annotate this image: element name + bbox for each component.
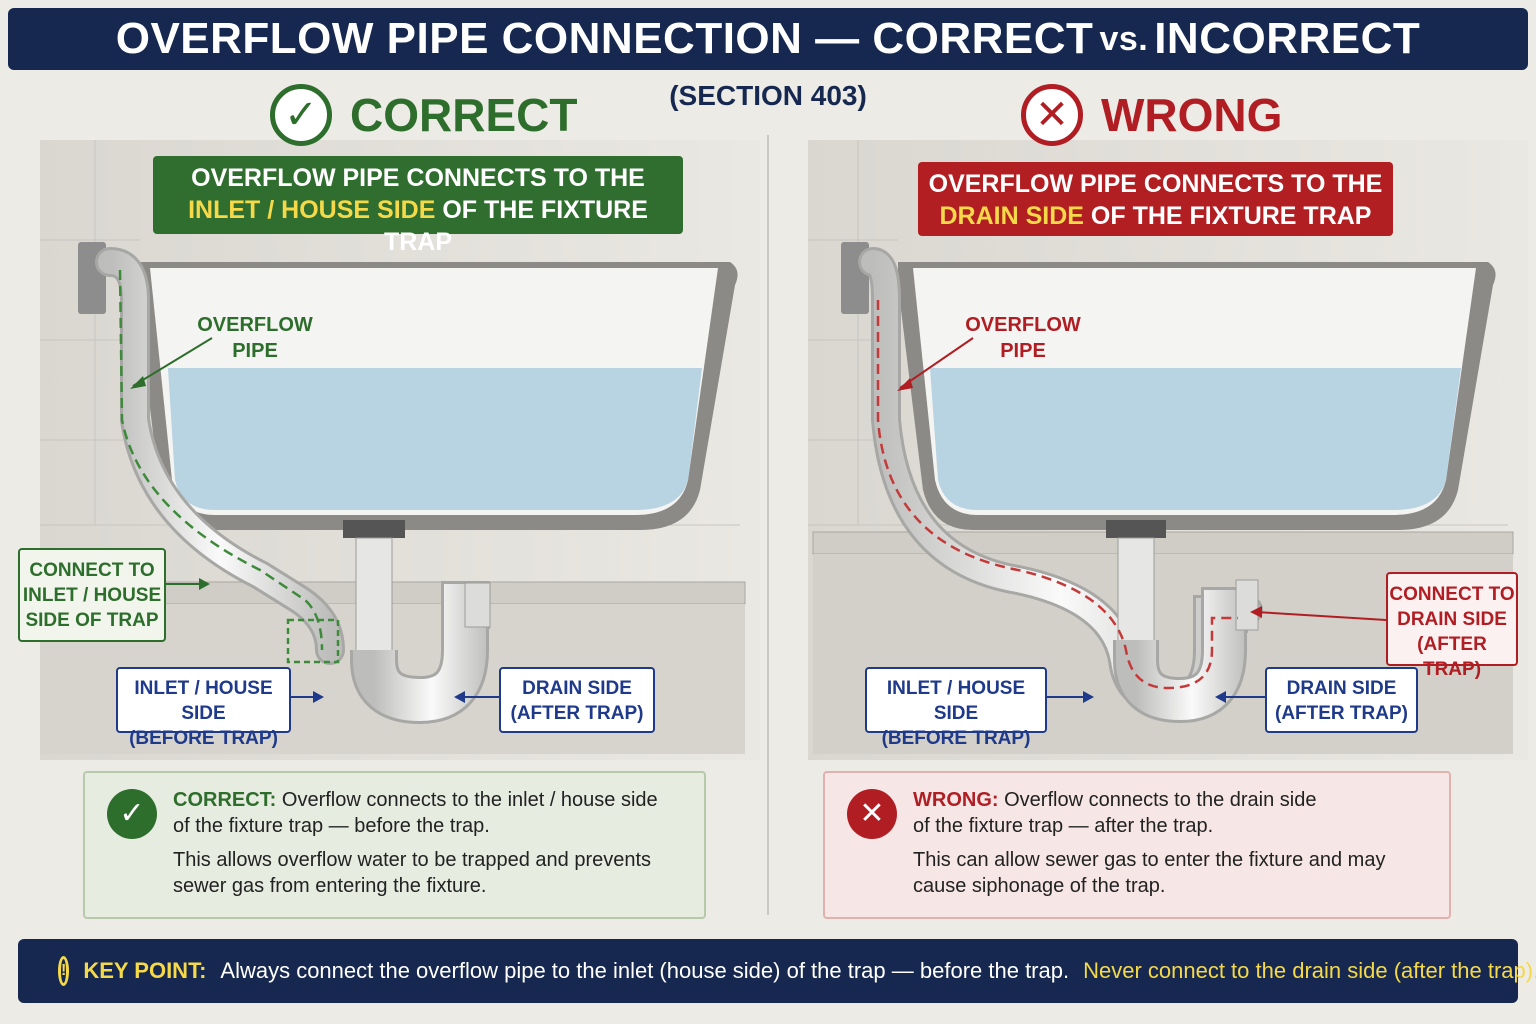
overflow-pipe-label: OVERFLOW PIPE <box>197 314 313 362</box>
connect-callout: CONNECT TO DRAIN SIDE (AFTER TRAP) <box>1386 572 1518 680</box>
check-icon: ✓ <box>270 84 332 146</box>
verdict-label: WRONG <box>1101 89 1283 141</box>
lightbulb-icon: ! <box>58 956 70 986</box>
key-point-warning: Never connect to the drain side (after t… <box>1083 958 1536 983</box>
page-title: OVERFLOW PIPE CONNECTION — CORRECT <box>115 14 1094 63</box>
correct-panel: ✓ CORRECT OVERFLOW PIPE CONNECTS TO THE … <box>18 84 760 919</box>
tub-drain <box>343 520 405 538</box>
wrong-banner: OVERFLOW PIPE CONNECTS TO THE DRAIN SIDE… <box>918 162 1393 236</box>
inlet-side-label: INLET / HOUSE SIDE (BEFORE TRAP) <box>116 667 291 749</box>
wrong-panel: ✕ WRONG OVERFLOW PIPE CONNECTS TO THE DR… <box>768 0 1536 1024</box>
tub-drain <box>1106 520 1166 538</box>
banner-line2: INLET / HOUSE SIDE OF THE FIXTURE TRAP <box>153 194 683 258</box>
banner-line1: OVERFLOW PIPE CONNECTS TO THE <box>928 170 1383 198</box>
correct-note: ✓ CORRECT: Overflow connects to the inle… <box>83 771 706 919</box>
key-point-text: Always connect the overflow pipe to the … <box>220 958 1070 983</box>
banner-line1: OVERFLOW PIPE CONNECTS TO THE <box>191 164 645 192</box>
key-point-lead: KEY POINT: <box>83 958 207 983</box>
panel-divider <box>767 135 769 915</box>
connect-arrow <box>1255 611 1387 621</box>
wrong-verdict: ✕ WRONG <box>1021 84 1282 146</box>
check-icon: ✓ <box>107 789 157 839</box>
banner-rest: OF THE FIXTURE TRAP <box>383 196 648 256</box>
note-lead: WRONG: <box>913 789 999 811</box>
note-lead: CORRECT: <box>173 789 277 811</box>
water <box>168 368 702 510</box>
overflow-pipe-label: OVERFLOW PIPE <box>965 314 1081 362</box>
verdict-label: CORRECT <box>350 89 578 141</box>
banner-highlight: DRAIN SIDE <box>939 202 1084 230</box>
banner-highlight: INLET / HOUSE SIDE <box>188 196 436 224</box>
banner-rest: OF THE FIXTURE TRAP <box>1090 202 1372 230</box>
drain-side-label: DRAIN SIDE (AFTER TRAP) <box>499 667 655 733</box>
title-vs: vs. <box>1099 19 1149 58</box>
wrong-note: ✕ WRONG: Overflow connects to the drain … <box>823 771 1451 919</box>
connect-callout: CONNECT TO INLET / HOUSE SIDE OF TRAP <box>18 548 166 642</box>
correct-banner: OVERFLOW PIPE CONNECTS TO THE INLET / HO… <box>153 156 683 256</box>
wrong-diagram <box>808 140 1528 760</box>
water <box>930 368 1461 510</box>
section-ref: (SECTION 403) <box>669 80 867 111</box>
overflow-arrow <box>899 337 974 389</box>
correct-verdict: ✓ CORRECT <box>270 84 577 146</box>
x-icon: ✕ <box>1021 84 1083 146</box>
x-icon: ✕ <box>847 789 897 839</box>
drain-side-label: DRAIN SIDE (AFTER TRAP) <box>1265 667 1418 733</box>
page-title-end: INCORRECT <box>1154 14 1421 63</box>
banner-line2: DRAIN SIDE OF THE FIXTURE TRAP <box>918 200 1393 232</box>
inlet-side-label: INLET / HOUSE SIDE (BEFORE TRAP) <box>865 667 1047 749</box>
key-point-bar: ! KEY POINT: Always connect the overflow… <box>18 939 1536 1003</box>
title-bar: OVERFLOW PIPE CONNECTION — CORRECT vs. I… <box>8 8 1528 70</box>
overflow-arrow <box>132 337 213 387</box>
